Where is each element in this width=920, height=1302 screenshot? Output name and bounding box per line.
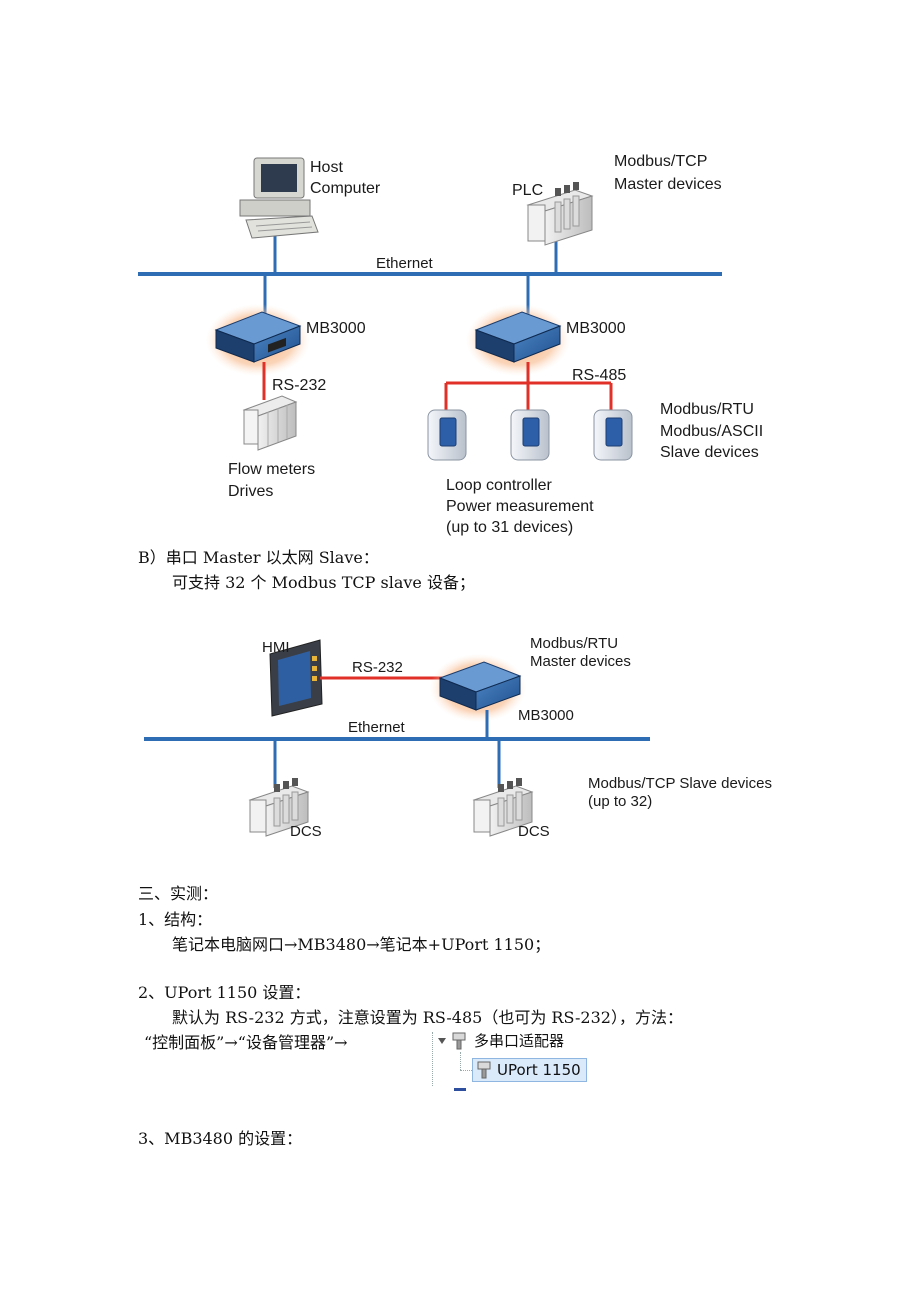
gateway-icon [430,654,526,722]
section-b-desc: 可支持 32 个 Modbus TCP slave 设备； [172,573,475,592]
dcs-right-label: DCS [518,823,550,840]
item-2-path: “控制面板”→“设备管理器”→ [144,1033,348,1052]
plc-icon [526,182,594,274]
gateway-left-label: MB3000 [306,320,366,337]
item-1-title: 1、结构： [138,910,213,929]
flow-label-line2: Drives [228,483,273,500]
loop-label-line3: (up to 31 devices) [446,519,573,536]
item-2-desc: 默认为 RS-232 方式，注意设置为 RS-485（也可为 RS-232），方… [172,1008,683,1027]
slave-meter-2-icon [510,409,550,461]
gateway-label: MB3000 [518,707,574,724]
slave-meter-3-icon [593,409,633,461]
dcs-left-icon [248,778,310,837]
slave-meter-1-icon [427,409,467,461]
tcp-slave-line2: (up to 32) [588,793,652,810]
dcs-right-icon [472,778,534,837]
gateway-right-icon [466,304,570,376]
item-1-desc: 笔记本电脑网口→MB3480→笔记本+UPort 1150； [172,935,551,954]
flow-label-line1: Flow meters [228,461,315,478]
rs232-label-1: RS-232 [272,377,326,394]
slave-label-line1: Modbus/RTU [660,401,754,418]
item-3-title: 3、MB3480 的设置： [138,1129,303,1148]
tree-parent-label: 多串口适配器 [474,1032,565,1050]
rs485-label: RS-485 [572,367,626,384]
tree-collapse-icon[interactable] [438,1038,446,1044]
host-label-line2: Computer [310,180,381,197]
section-b-title: B）串口 Master 以太网 Slave： [138,548,379,567]
host-computer-icon [239,157,319,274]
tree-item-uport-1150[interactable]: UPort 1150 [472,1058,587,1082]
serial-port-icon [477,1061,491,1079]
flow-meter-icon [242,395,298,451]
network-diagram-2: HMI RS-232 Modbus/RTU Master devices MB3… [144,635,772,840]
rs232-label-2: RS-232 [352,659,403,676]
master-label-line2: Master devices [614,176,722,193]
dcs-left-label: DCS [290,823,322,840]
master-rtu-line2: Master devices [530,653,631,670]
section-3-title: 三、实测： [138,884,219,903]
tcp-slave-line1: Modbus/TCP Slave devices [588,775,772,792]
ethernet-label-2: Ethernet [348,719,406,736]
host-label-line1: Host [310,159,343,176]
slave-label-line2: Modbus/ASCII [660,423,763,440]
network-diagram-1: Ethernet Host Computer PLC Modbus/TCP Ma… [138,153,763,536]
item-2-title: 2、UPort 1150 设置： [138,983,311,1002]
ethernet-label: Ethernet [376,255,434,272]
gateway-left-icon [206,304,310,376]
tree-child-label: UPort 1150 [497,1061,581,1079]
loop-label-line1: Loop controller [446,477,553,494]
master-rtu-line1: Modbus/RTU [530,635,618,652]
loop-label-line2: Power measurement [446,498,594,515]
hmi-label: HMI [262,639,290,656]
plc-label: PLC [512,182,543,199]
gateway-right-label: MB3000 [566,320,626,337]
port-adapter-icon [452,1032,466,1049]
tree-scroll-stub [454,1088,466,1091]
hmi-icon [269,639,323,717]
tree-parent-node[interactable]: 多串口适配器 [450,1030,564,1051]
master-label-line1: Modbus/TCP [614,153,707,170]
device-manager-tree: 多串口适配器 UPort 1150 [432,1028,602,1092]
slave-label-line3: Slave devices [660,444,759,461]
